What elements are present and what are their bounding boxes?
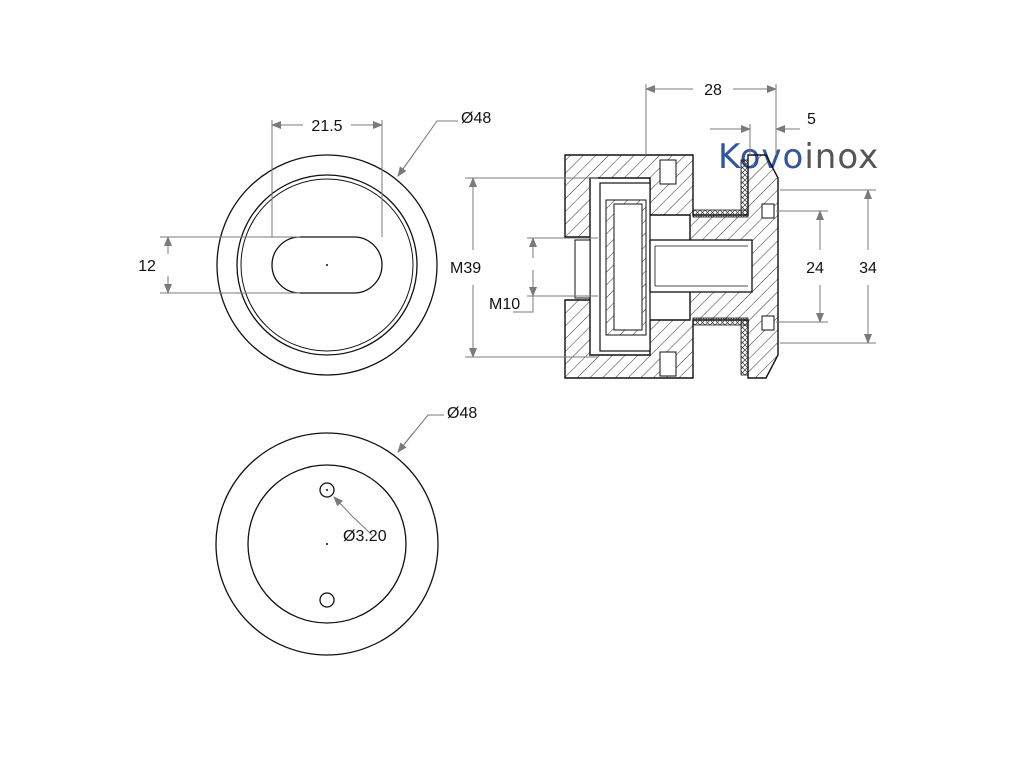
- back-view: Ø48 Ø3.20: [215, 405, 477, 656]
- pin-right-top: [761, 203, 775, 219]
- back-hole-bottom: [319, 592, 335, 608]
- dim-back-hole-dia: Ø3.20: [343, 528, 387, 545]
- dim-front-outer-dia: Ø48: [461, 110, 491, 127]
- front-view: 21.5 Ø48 12: [138, 110, 491, 376]
- logo-part-gray: inox: [804, 137, 879, 177]
- dim-front-slot-height: 12: [138, 258, 156, 275]
- brand-logo: Kovoinox: [718, 137, 879, 177]
- leader-arrow-hole-dia: [333, 496, 353, 517]
- back-inner-circle: [247, 464, 407, 624]
- gasket-bottom: [692, 317, 749, 326]
- section-view: 28 5 M39 M10 24 34: [450, 82, 877, 379]
- dim-section-length: 28: [704, 82, 722, 99]
- front-ring-circle: [236, 174, 418, 356]
- insert-inner: [613, 203, 643, 331]
- leader-back-dia: [397, 414, 444, 453]
- gasket-flange-top: [740, 159, 749, 216]
- dim-section-thread: M39: [450, 260, 481, 277]
- front-recess: [574, 239, 591, 299]
- leader-m10: [513, 296, 534, 313]
- front-center-point: [326, 264, 328, 266]
- dim-section-flange: 5: [807, 111, 816, 128]
- dim-front-slot-width: 21.5: [311, 118, 342, 135]
- bolt-shank: [649, 239, 753, 293]
- back-hole-top-center: [326, 489, 328, 491]
- dim-section-bolt: M10: [489, 296, 520, 313]
- gasket-flange-bottom: [740, 319, 749, 376]
- front-slot: [271, 236, 383, 294]
- back-outer-circle: [215, 432, 439, 656]
- pin-top: [659, 159, 677, 185]
- leader-hole-dia: [351, 515, 373, 536]
- dim-section-outer: 34: [859, 260, 877, 277]
- leader-arrow-back-dia: [397, 432, 414, 453]
- pin-right-bottom: [761, 315, 775, 331]
- gasket-top: [692, 209, 749, 218]
- pin-bottom: [659, 351, 677, 377]
- dim-back-outer-dia: Ø48: [447, 405, 477, 422]
- dim-section-inner: 24: [806, 260, 824, 277]
- front-inner-circle: [240, 178, 414, 352]
- leader-arrow-front-dia: [397, 144, 421, 177]
- leader-front-dia: [397, 120, 458, 177]
- back-center-point: [326, 543, 328, 545]
- front-outer-circle: [216, 154, 438, 376]
- back-hole-top: [319, 482, 335, 498]
